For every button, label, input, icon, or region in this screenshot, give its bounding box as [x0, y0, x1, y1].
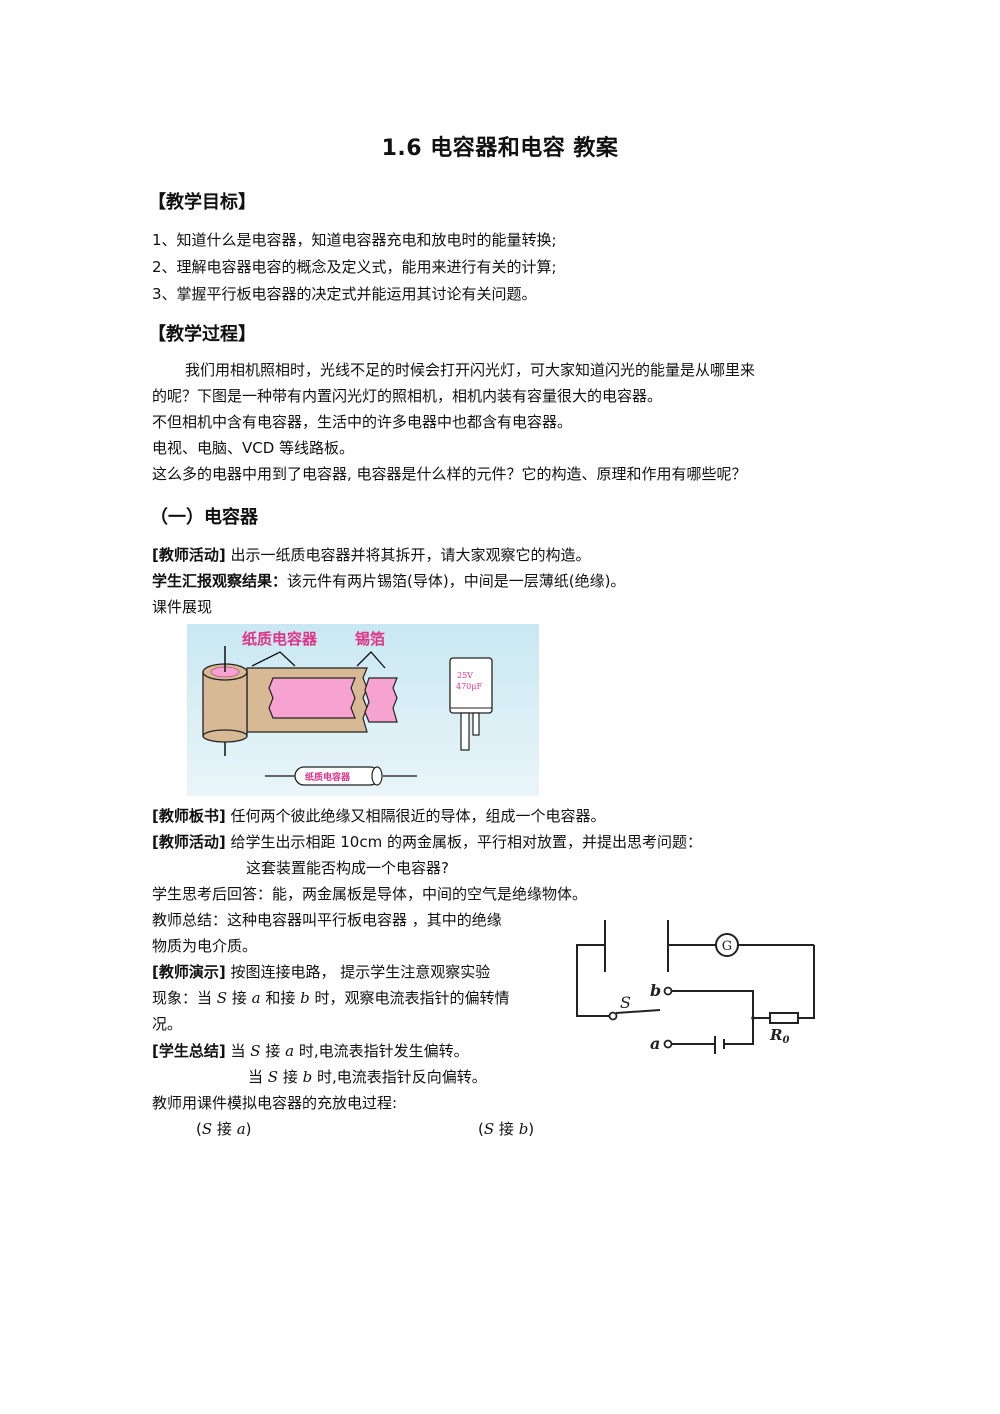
teacher-board: [教师板书] 任何两个彼此绝缘又相隔很近的导体，组成一个电容器。: [152, 807, 606, 825]
objective-item: 1、知道什么是电容器，知道电容器充电和放电时的能量转换;: [152, 231, 557, 249]
teacher-demo-cont: 现象：当 S 接 a 和接 b 时，观察电流表指针的偏转情: [152, 989, 510, 1007]
teacher-summary: 物质为电介质。: [152, 937, 258, 955]
process-heading: 【教学过程】: [148, 324, 256, 345]
terminal-a: [663, 1039, 673, 1049]
student-summary: [学生总结] 当 S 接 a 时,电流表指针发生偏转。: [152, 1042, 469, 1060]
terminal-a-label: a: [650, 1034, 660, 1053]
resistor-label: R0: [769, 1026, 789, 1046]
objective-item: 2、理解电容器电容的概念及定义式，能用来进行有关的计算;: [152, 258, 557, 276]
objectives-heading: 【教学目标】: [148, 192, 256, 213]
terminal-b-label: b: [650, 981, 661, 1000]
cap-voltage: 25V: [457, 671, 473, 680]
page-title: 1.6 电容器和电容 教案: [381, 136, 619, 161]
courseware-label: 课件展现: [152, 598, 213, 616]
intro-paragraph-line: 不但相机中含有电容器，生活中的许多电器中也都含有电容器。: [152, 413, 573, 431]
student-report: 学生汇报观察结果：该元件有两片锡箔(导体)，中间是一层薄纸(绝缘)。: [152, 572, 626, 590]
intro-paragraph-line: 这么多的电器中用到了电容器, 电容器是什么样的元件？它的构造、原理和作用有哪些呢…: [152, 465, 747, 483]
section-heading-capacitor: （一）电容器: [150, 507, 258, 528]
simulation-text: 教师用课件模拟电容器的充放电过程:: [152, 1094, 398, 1112]
small-capacitor-label: 纸质电容器: [305, 771, 351, 783]
teacher-demo-cont: 况。: [152, 1015, 183, 1033]
galvanometer-label: G: [722, 939, 732, 954]
tag: [教师板书]: [152, 807, 226, 825]
caption-s-to-b: (S 接 b): [478, 1120, 535, 1138]
tag: 学生汇报观察结果：: [152, 572, 288, 590]
teacher-demo: [教师演示] 按图连接电路， 提示学生注意观察实验: [152, 963, 491, 981]
label-paper-capacitor: 纸质电容器: [242, 630, 318, 648]
teacher-summary: 教师总结：这种电容器叫平行板电容器 ，其中的绝缘: [152, 911, 502, 929]
switch-label: S: [620, 993, 631, 1012]
intro-paragraph-line: 我们用相机照相时，光线不足的时候会打开闪光灯，可大家知道闪光的能量是从哪里来: [185, 361, 756, 379]
terminal-b: [663, 986, 673, 996]
tag: [学生总结]: [152, 1042, 226, 1060]
tag: [教师活动]: [152, 546, 226, 564]
objective-item: 3、掌握平行板电容器的决定式并能运用其讨论有关问题。: [152, 285, 537, 303]
circuit-diagram: G S b a R0: [576, 920, 815, 1054]
intro-paragraph-line: 的呢？下图是一种带有内置闪光灯的照相机，相机内装有容量很大的电容器。: [152, 387, 663, 405]
teacher-activity-2: [教师活动] 给学生出示相距 10cm 的两金属板，平行相对放置，并提出思考问题…: [152, 833, 702, 851]
teacher-activity-1: [教师活动] 出示一纸质电容器并将其拆开，请大家观察它的构造。: [152, 546, 591, 564]
tag: [教师活动]: [152, 833, 226, 851]
cap-capacitance: 470μF: [456, 682, 482, 691]
teacher-question: 这套装置能否构成一个电容器?: [246, 859, 449, 877]
galvanometer-icon: [715, 933, 739, 957]
student-answer: 学生思考后回答：能，两金属板是导体，中间的空气是绝缘物体。: [152, 885, 588, 903]
intro-paragraph-line: 电视、电脑、VCD 等线路板。: [152, 439, 355, 457]
paper-capacitor-figure: 纸质电容器 锡箔 25V 470μF 纸质电容器: [187, 624, 539, 796]
caption-s-to-a: (S 接 a): [196, 1120, 252, 1138]
tag: [教师演示]: [152, 963, 226, 981]
label-tin-foil: 锡箔: [355, 630, 385, 648]
student-summary-cont: 当 S 接 b 时,电流表指针反向偏转。: [248, 1068, 487, 1086]
switch-pivot: [608, 1011, 618, 1021]
